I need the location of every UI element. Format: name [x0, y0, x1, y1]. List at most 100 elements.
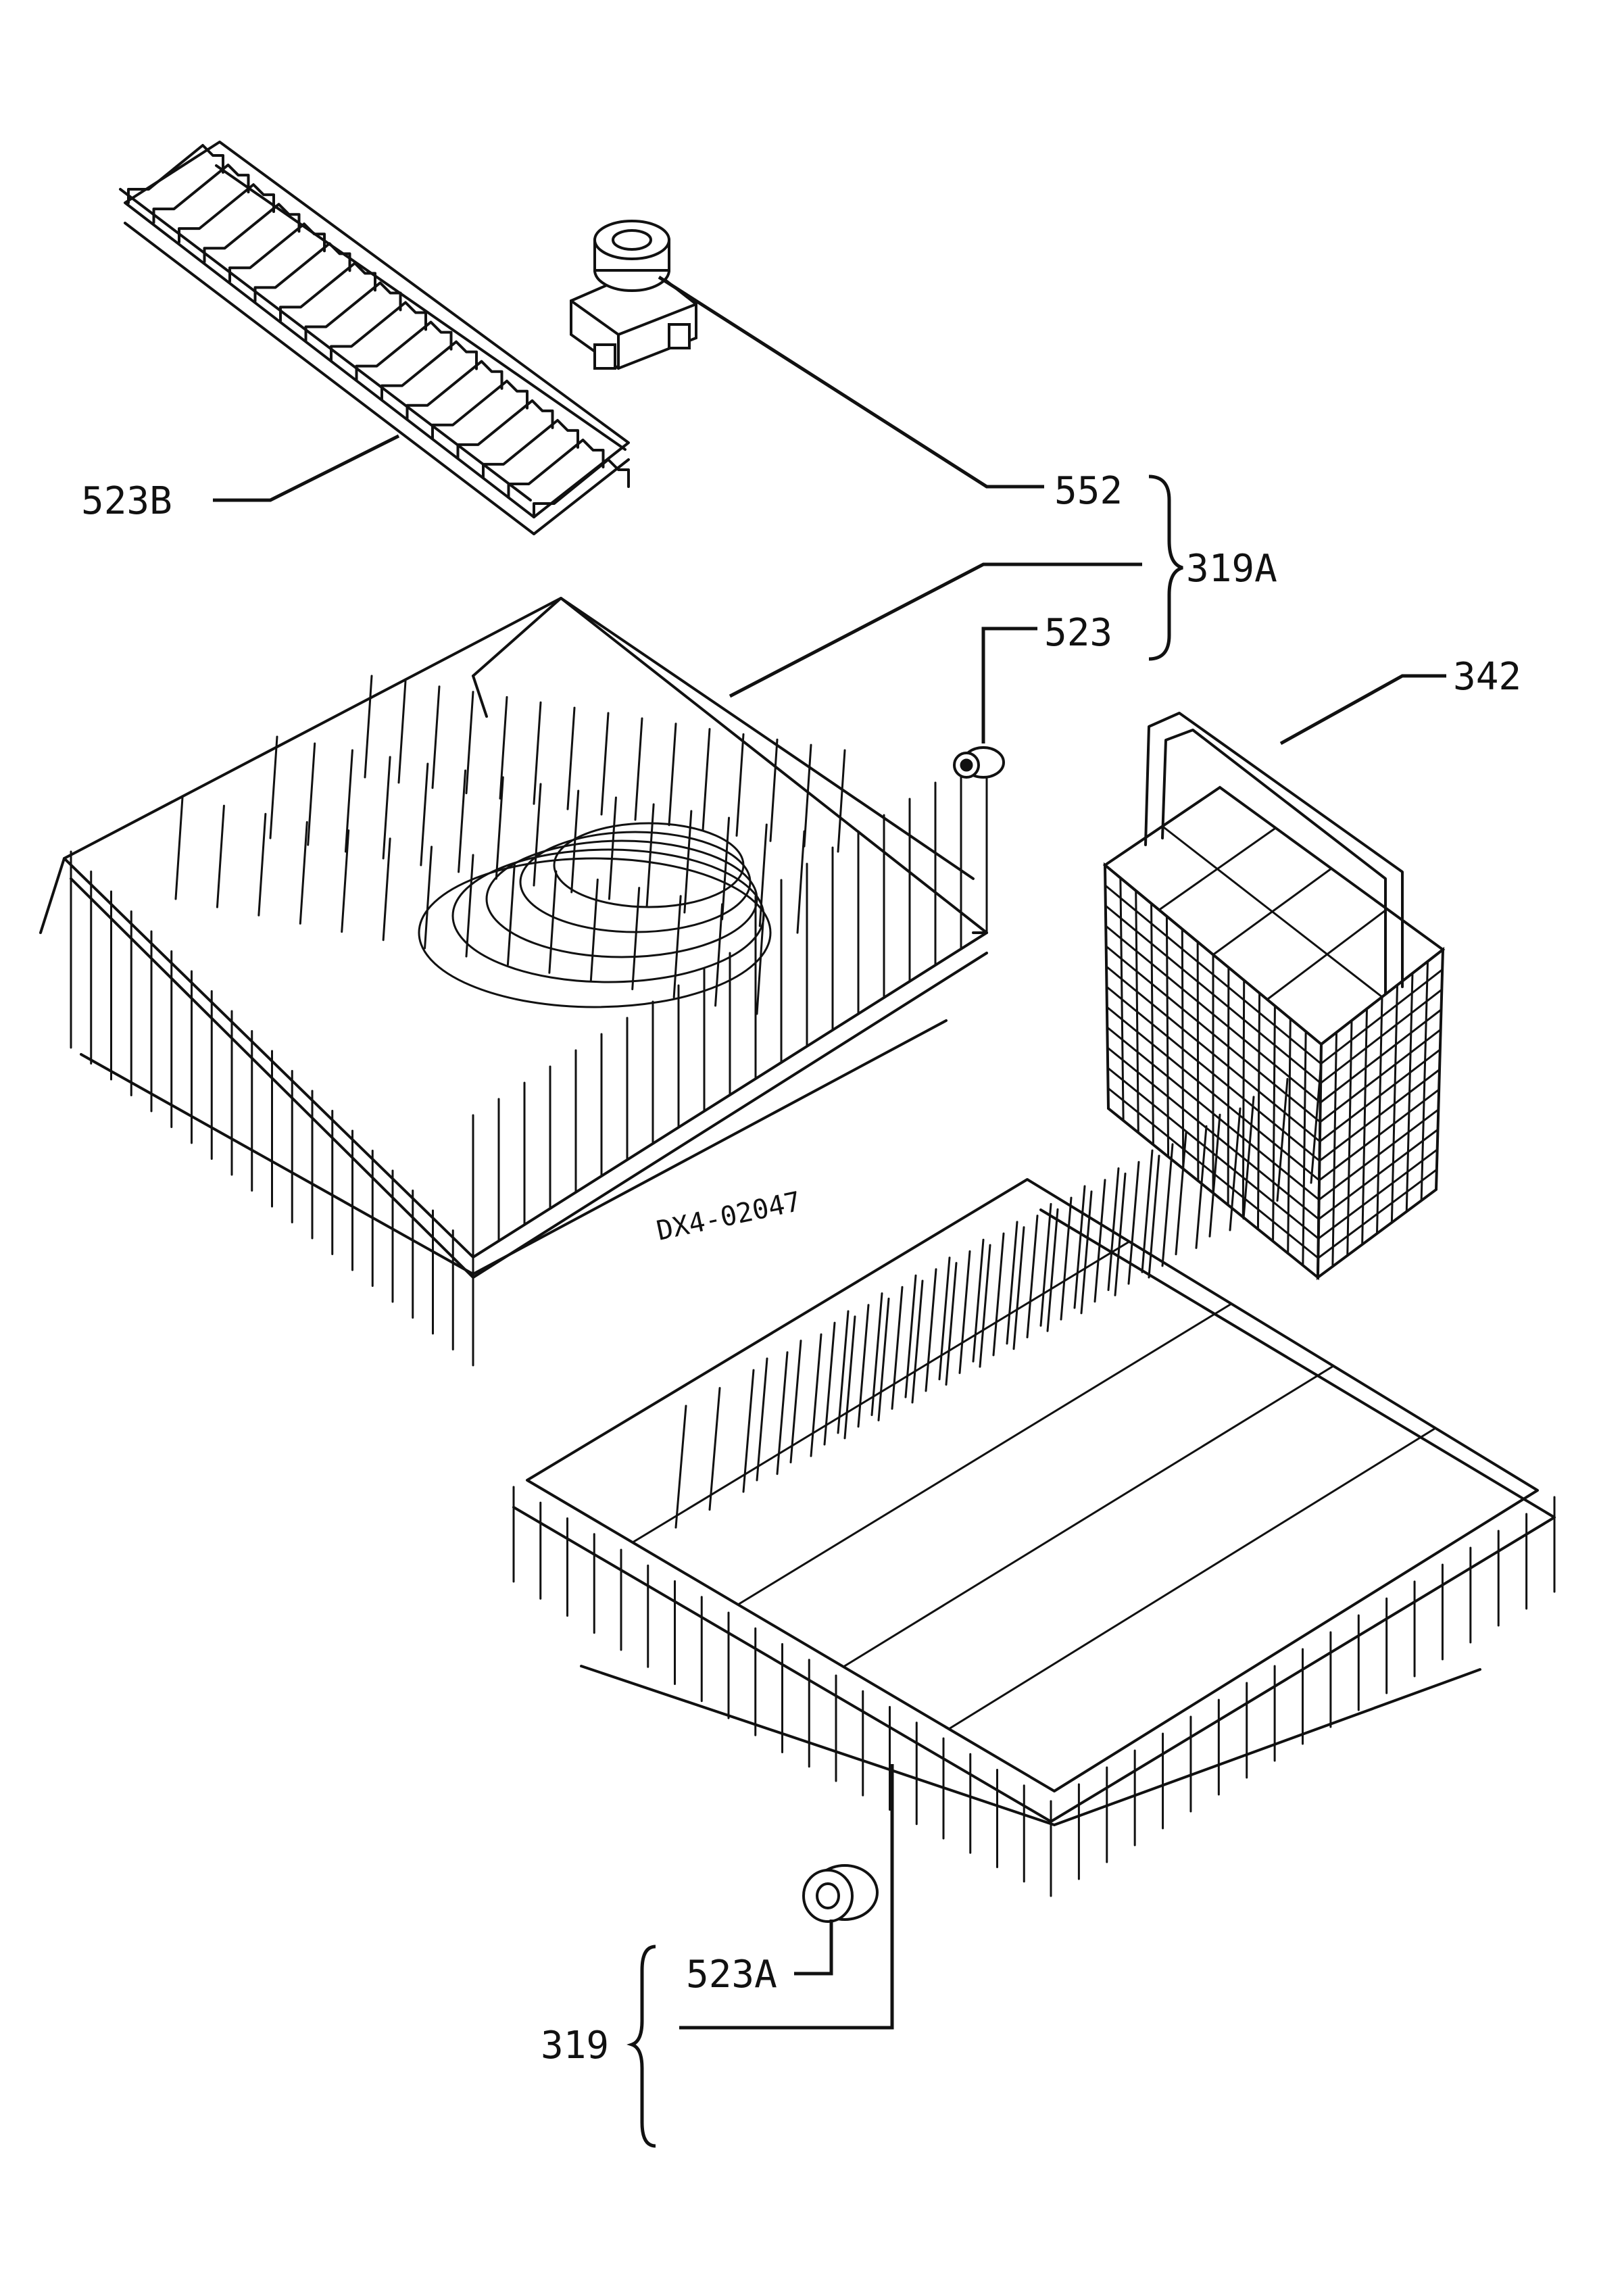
wire-segment	[1319, 1028, 1442, 1123]
rack-tine	[178, 183, 275, 244]
wire-segment	[945, 1262, 958, 1386]
wire-segment	[1026, 1215, 1039, 1339]
wire-segment	[1317, 1148, 1439, 1240]
label-523: 523	[1044, 611, 1112, 655]
wire-segment	[216, 804, 225, 908]
wire-segment	[495, 776, 504, 880]
wire-segment	[672, 895, 682, 999]
wire-segment	[948, 1427, 1437, 1730]
wire-segment	[1319, 1008, 1442, 1104]
drawing-code: DX4-02047	[654, 1186, 804, 1247]
wire-segment	[397, 680, 407, 784]
upper-basket-319a	[39, 597, 988, 1367]
wire-segment	[645, 803, 655, 907]
wire-segment	[803, 743, 812, 848]
wire-segment	[1310, 1060, 1323, 1184]
wire-segment	[174, 796, 184, 900]
wire-segment	[533, 783, 542, 887]
wire-segment	[458, 769, 467, 873]
dish-holder-curve	[553, 822, 745, 908]
wire-segment	[431, 685, 441, 789]
wire-segment	[1229, 1107, 1242, 1231]
wire-segment	[1208, 1113, 1221, 1238]
dish-holder-curve	[418, 857, 772, 1008]
wire-segment	[1175, 1131, 1187, 1256]
wire-segment	[1107, 1167, 1120, 1292]
wire-segment	[1012, 1226, 1025, 1350]
wire-segment	[911, 1279, 924, 1404]
wire-segment	[735, 733, 745, 837]
wire-segment	[364, 675, 373, 779]
wire-segment	[1319, 1069, 1441, 1162]
label-342: 342	[1453, 655, 1521, 699]
wire-segment	[1320, 969, 1444, 1065]
wire-segment	[789, 1340, 802, 1464]
wire-segment	[756, 1357, 768, 1482]
wire-segment	[1106, 985, 1321, 1162]
wire-segment	[938, 1256, 951, 1381]
callouts: 523B 552 523 319A 342 523A 319	[81, 275, 1521, 2148]
dish-holder-curve	[451, 848, 765, 983]
wire-segment	[1318, 1088, 1440, 1181]
wire-segment	[1161, 825, 1383, 998]
wire-segment	[631, 887, 641, 991]
wire-segment	[382, 756, 391, 860]
rack-tine	[228, 222, 326, 283]
rack-tine	[152, 164, 250, 224]
wire-segment	[566, 706, 576, 810]
wire-segment	[877, 1297, 890, 1421]
wire-segment	[1104, 904, 1322, 1084]
wire-segment	[1046, 1208, 1059, 1332]
wire-segment	[533, 701, 542, 805]
wire-segment	[1106, 1067, 1320, 1240]
wire-segment	[257, 812, 267, 917]
rack-tine	[380, 340, 478, 401]
cutlery-basket-342	[1102, 712, 1446, 1281]
wire-segment	[548, 870, 558, 974]
wire-segment	[837, 1310, 850, 1434]
wire-segment	[465, 854, 474, 958]
wire-segment	[979, 1244, 991, 1368]
wire-segment	[1006, 1221, 1018, 1345]
wire-segment	[1104, 925, 1322, 1104]
wire-segment	[1317, 1128, 1439, 1221]
wire-segment	[1106, 1026, 1321, 1201]
label-523a: 523A	[686, 1953, 777, 1997]
wire-segment	[424, 846, 433, 950]
plate-rack-insert-523b	[119, 141, 630, 535]
wire-segment	[1161, 1143, 1174, 1267]
wire-segment	[708, 1387, 721, 1511]
wire-segment	[1106, 1046, 1320, 1221]
wire-segment	[842, 1365, 1335, 1668]
dish-holder-curve	[485, 839, 758, 958]
wire-segment	[668, 723, 677, 827]
wire-segment	[1073, 1185, 1086, 1309]
wire-segment	[631, 1240, 1131, 1544]
wire-segment	[891, 1286, 904, 1410]
dish-holder-curve	[519, 831, 752, 933]
wire-segment	[465, 691, 474, 795]
small-wheel-523	[953, 746, 1005, 779]
wire-segment	[1276, 1077, 1289, 1202]
wire-segment	[1114, 1172, 1127, 1296]
wire-segment	[1141, 1149, 1154, 1273]
wire-segment	[299, 821, 308, 925]
label-523b: 523B	[81, 479, 172, 523]
wire-segment	[269, 735, 278, 839]
wire-segment	[796, 830, 806, 934]
wire-segment	[589, 878, 599, 982]
label-552: 552	[1054, 469, 1123, 513]
wire-segment	[608, 796, 617, 900]
wire-segment	[1148, 1154, 1160, 1279]
wire-segment	[925, 1268, 937, 1392]
wire-segment	[600, 712, 610, 816]
wire-segment	[992, 1232, 1005, 1357]
wire-segment	[714, 903, 724, 1007]
wire-segment	[420, 762, 429, 866]
wire-segment	[1318, 1108, 1440, 1201]
wire-segment	[810, 1333, 822, 1457]
label-319a: 319A	[1186, 547, 1277, 591]
wire-segment	[857, 1304, 870, 1428]
wire-segment	[737, 1302, 1233, 1606]
